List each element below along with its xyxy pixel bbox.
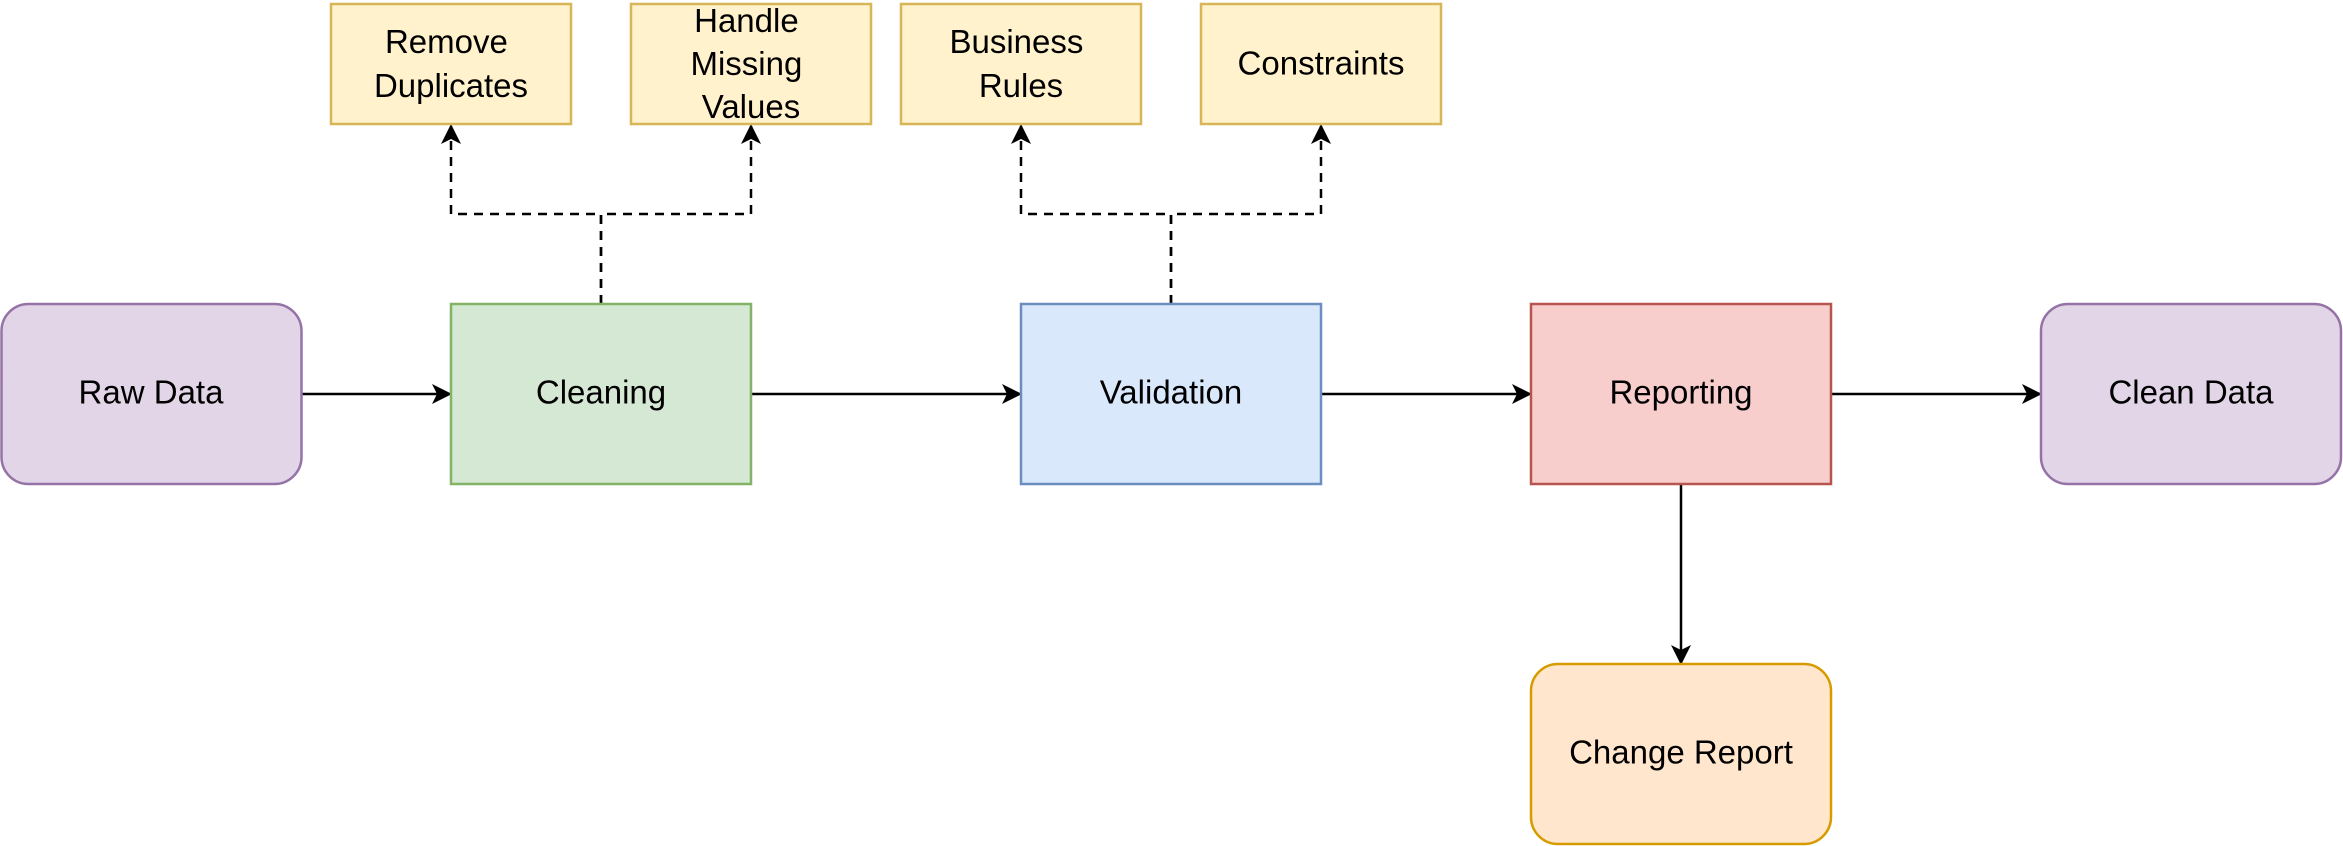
node-business-rules-box: [899, 2, 1143, 126]
node-handle-missing-values-line-3: Values: [702, 88, 800, 125]
node-business-rules-label: Business Rules: [949, 23, 1092, 104]
node-raw-data: Raw Data: [0, 302, 303, 486]
node-raw-data-box: [0, 302, 303, 486]
node-handle-missing-values: Handle Missing Values: [629, 2, 873, 126]
node-raw-data-label: Raw Data: [79, 374, 225, 411]
edge-validation-to-business-rules: [1011, 124, 1173, 304]
node-cleaning-box: [449, 302, 753, 486]
node-reporting-label: Reporting: [1609, 374, 1752, 411]
node-handle-missing-values-line-1: Handle: [694, 2, 799, 39]
node-validation-label: Validation: [1100, 374, 1243, 411]
node-change-report-box: [1529, 662, 1833, 846]
node-business-rules-line-2: Rules: [979, 67, 1063, 104]
node-reporting: Reporting: [1529, 302, 1833, 486]
node-business-rules-line-1: Business: [949, 23, 1083, 60]
node-remove-duplicates-line-2: Duplicates: [374, 67, 528, 104]
node-clean-data-box: [2039, 302, 2343, 486]
node-validation-box: [1019, 302, 1323, 486]
node-remove-duplicates-line-1: Remove: [385, 23, 508, 60]
node-handle-missing-values-box: [629, 2, 873, 126]
node-change-report: Change Report: [1529, 662, 1833, 846]
node-remove-duplicates-box: [329, 2, 573, 126]
node-business-rules: Business Rules: [899, 2, 1143, 126]
node-constraints-label: Constraints: [1238, 45, 1405, 82]
solid-edges: [301, 384, 2042, 665]
node-remove-duplicates: Remove Duplicates: [329, 2, 573, 126]
node-cleaning-label: Cleaning: [536, 374, 666, 411]
node-handle-missing-values-line-2: Missing: [690, 45, 802, 82]
edge-cleaning-to-remove-duplicates: [441, 124, 603, 304]
dashed-edges: [441, 124, 1331, 304]
node-clean-data: Clean Data: [2039, 302, 2343, 486]
node-remove-duplicates-label: Remove Duplicates: [374, 23, 528, 104]
node-reporting-box: [1529, 302, 1833, 486]
node-handle-missing-values-label: Handle Missing Values: [690, 2, 811, 125]
edge-cleaning-to-handle-missing-values: [599, 124, 761, 304]
node-cleaning: Cleaning: [449, 302, 753, 486]
node-constraints: Constraints: [1199, 2, 1443, 126]
node-clean-data-label: Clean Data: [2108, 374, 2274, 411]
node-validation: Validation: [1019, 302, 1323, 486]
node-change-report-label: Change Report: [1569, 734, 1793, 771]
node-constraints-box: [1199, 2, 1443, 126]
edge-validation-to-constraints: [1169, 124, 1331, 304]
